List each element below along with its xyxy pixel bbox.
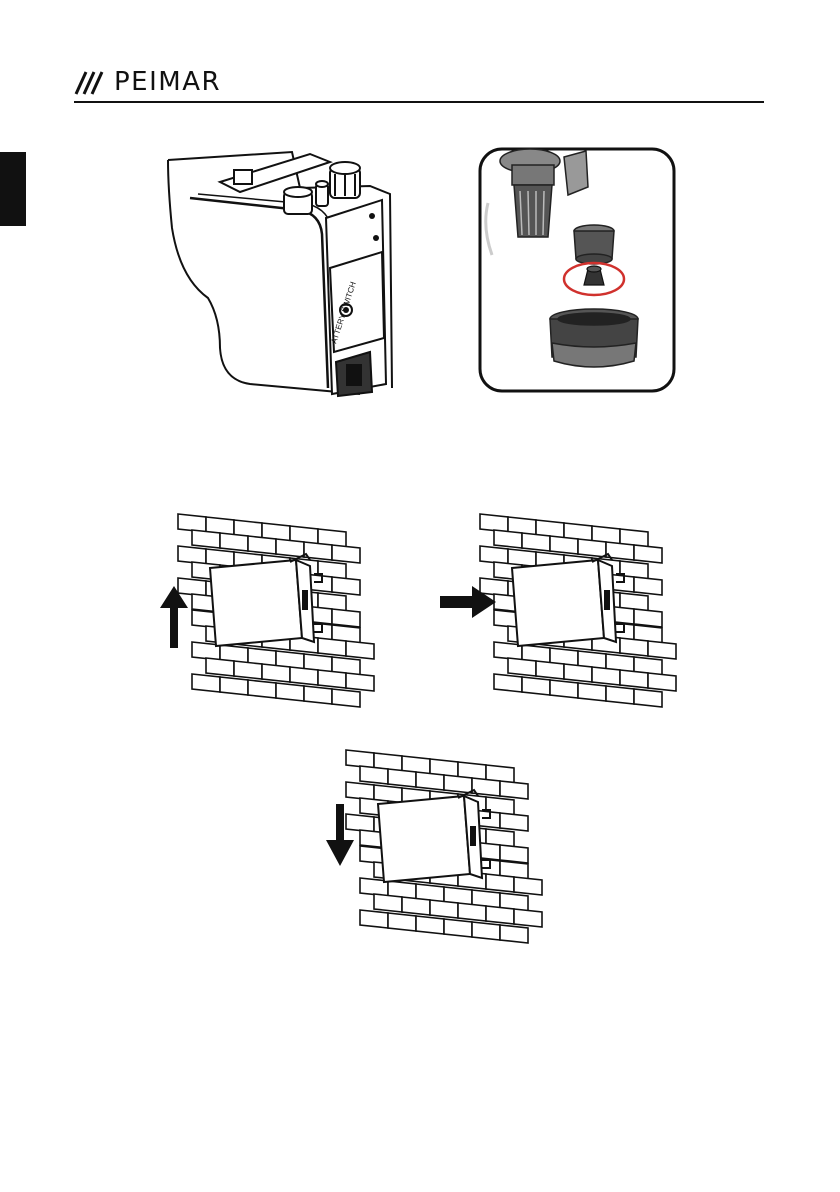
wall-mount-step-right [440,508,690,713]
section-side-tab [0,152,26,226]
triple-slash-logo-icon [70,66,110,98]
brick [458,903,486,921]
brick [508,658,536,676]
brick [444,919,472,937]
brick [332,689,360,707]
wall-mount-step-down [322,744,552,949]
inverter-unit [210,554,322,646]
brick [606,686,634,704]
gland-parts-photo [478,147,676,393]
brick [634,577,662,595]
brick [416,772,444,790]
brick [522,677,550,695]
brick [536,661,564,679]
brick [522,533,550,551]
brick [220,533,248,551]
brick [472,922,500,940]
brick [430,900,458,918]
brick [500,845,528,863]
brick [648,673,676,691]
brick [634,609,662,627]
brick [514,877,542,895]
arrow-up-icon [160,586,188,648]
inverter-front [378,796,470,882]
brick [494,674,522,692]
brick [276,683,304,701]
brick [318,638,346,656]
brick [290,667,318,685]
arrow-down-icon [326,804,354,866]
inverter-switch [470,826,476,846]
inverter-corner-illustration: ATTERY SWITCH [160,148,410,398]
inverter-front [512,560,604,646]
brick-wall-scene [440,508,690,713]
brick [578,683,606,701]
brand-logo: PEIMAR [70,66,221,98]
header-divider [74,101,764,103]
brick [206,658,234,676]
brick [192,530,220,548]
brick [620,638,648,656]
brick [564,664,592,682]
brick [276,539,304,557]
inverter-front [210,560,302,646]
brick [192,674,220,692]
brick [332,609,360,627]
brick [304,686,332,704]
brick [514,909,542,927]
brick [388,769,416,787]
brick [332,577,360,595]
brick [318,670,346,688]
brick [550,536,578,554]
brick [634,545,662,563]
brick-wall-scene [322,744,552,949]
brick [578,539,606,557]
brick [550,680,578,698]
brick-wall-scene [154,508,384,713]
brick [416,916,444,934]
inverter-switch [604,590,610,610]
brick [332,545,360,563]
brick [346,641,374,659]
brick [402,897,430,915]
wall-mount-step-up [154,508,384,713]
brick [360,910,388,928]
brick [234,661,262,679]
brick [494,530,522,548]
brick [248,680,276,698]
brick [346,673,374,691]
brick [500,781,528,799]
brick [262,664,290,682]
brick [486,874,514,892]
brick [648,641,676,659]
inverter-unit [378,790,490,882]
brick [486,906,514,924]
brick [220,677,248,695]
brick [388,913,416,931]
brand-name: PEIMAR [114,67,221,97]
brick [500,813,528,831]
brick [444,775,472,793]
brick [500,925,528,943]
brick [374,894,402,912]
inverter-unit [512,554,624,646]
brick [248,536,276,554]
brick [634,689,662,707]
brick [620,670,648,688]
brick [592,667,620,685]
inverter-switch [302,590,308,610]
brick [360,766,388,784]
